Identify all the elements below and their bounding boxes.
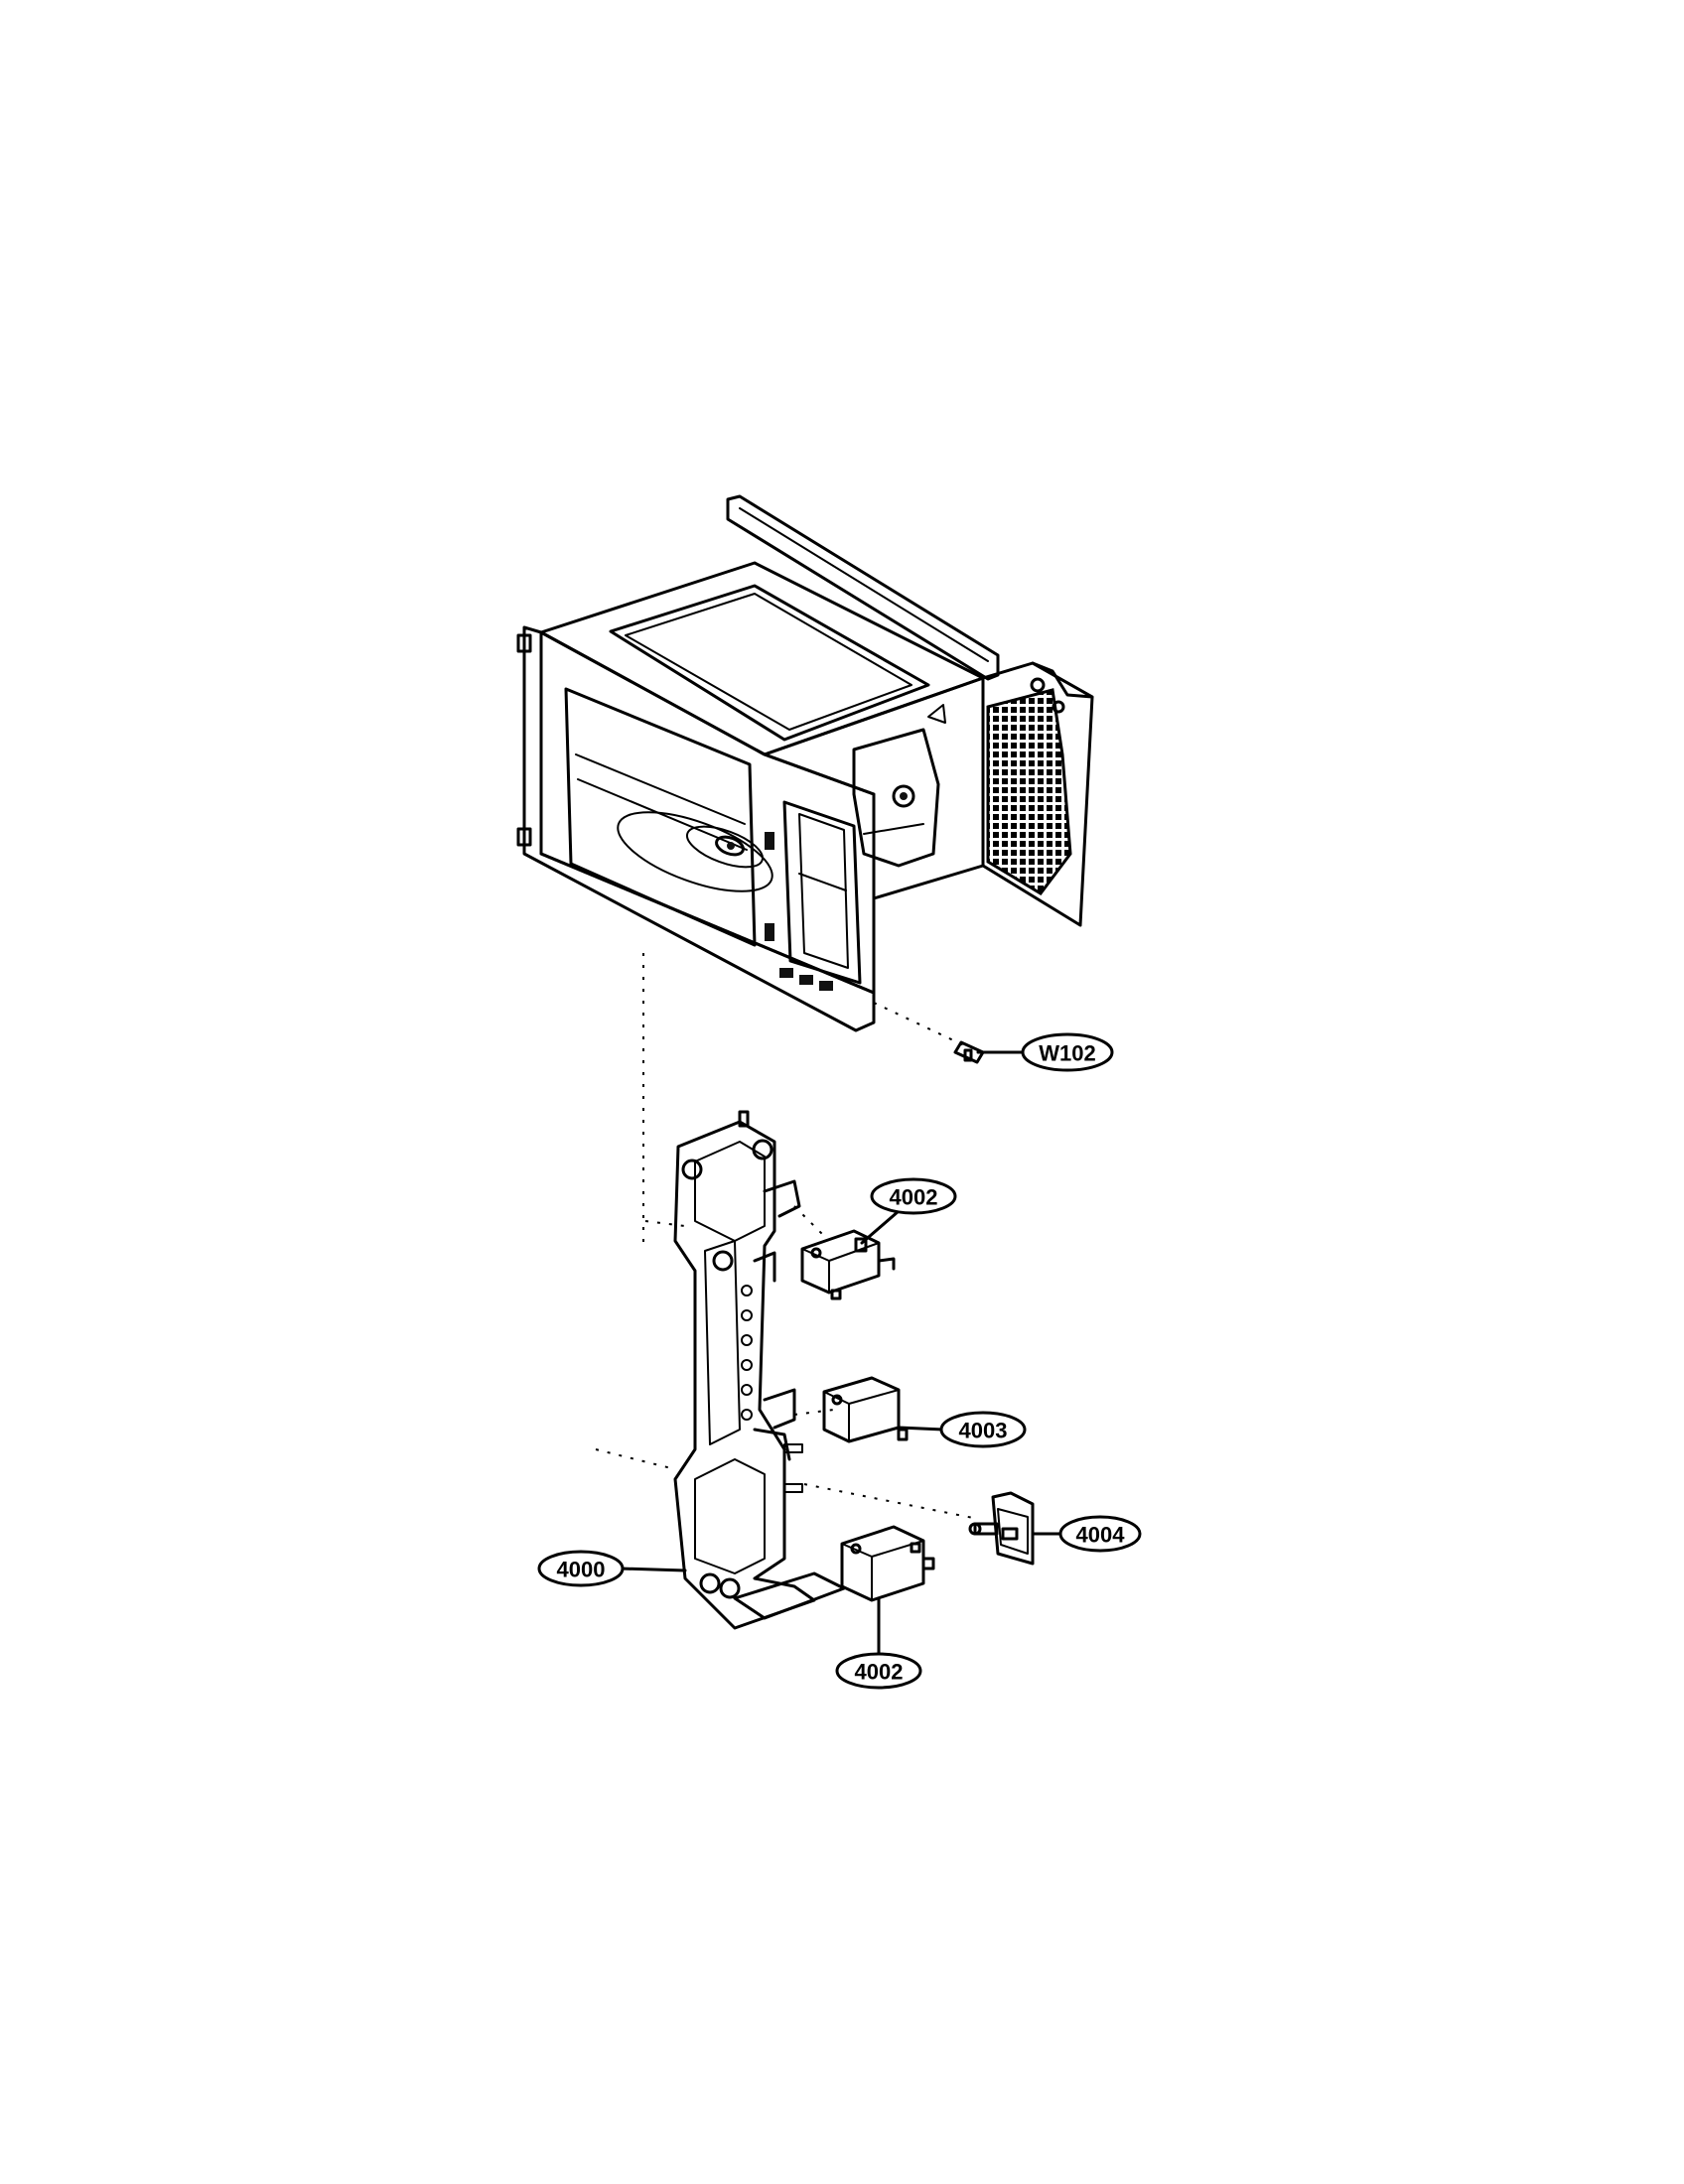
switch-4002-lower (840, 1525, 935, 1602)
callout-4002-upper: 4002 (860, 1177, 957, 1245)
callout-label-4000: 4000 (557, 1558, 606, 1582)
switch-4002-upper (800, 1229, 896, 1300)
callout-label-4002-lower: 4002 (855, 1660, 904, 1685)
callout-label-4003: 4003 (959, 1419, 1008, 1443)
latch-spine-teeth (741, 1285, 753, 1421)
cavity-top (539, 561, 985, 756)
callout-label-4002-upper: 4002 (890, 1185, 938, 1210)
callout-label-4004: 4004 (1076, 1523, 1126, 1548)
latch-board-4000 (673, 1110, 846, 1630)
back-frame-panel (726, 494, 1000, 681)
screw-w102 (873, 1002, 985, 1064)
assembly-guides (595, 1205, 979, 1520)
switch-4003 (822, 1376, 909, 1443)
callout-4000: 4000 (537, 1550, 687, 1587)
callout-label-w102: W102 (1039, 1041, 1095, 1066)
callout-4003: 4003 (897, 1411, 1027, 1448)
turntable (617, 811, 773, 892)
bracket-4004 (968, 1491, 1035, 1566)
callout-4004: 4004 (1031, 1515, 1142, 1553)
callout-w102: W102 (976, 1032, 1114, 1072)
front-frame (516, 625, 876, 1032)
rear-grille-panel (981, 661, 1094, 927)
callout-4002-lower: 4002 (835, 1596, 922, 1690)
oven-cavity-assembly (516, 494, 1094, 1251)
